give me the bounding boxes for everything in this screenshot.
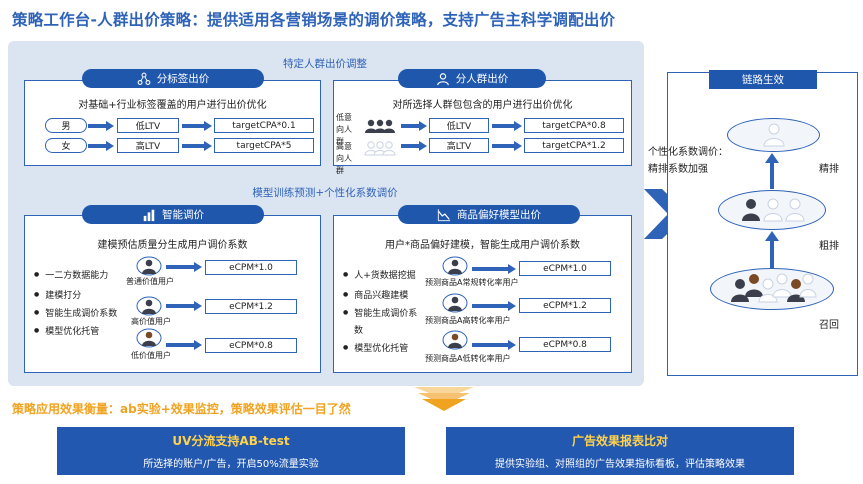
bullet-item: 一二方数据能力 [34,268,108,281]
arrow-icon [492,141,522,151]
stage-ellipse-middle [718,190,826,230]
ltv-high-intent: 高LTV [429,138,489,153]
arrow-icon [472,264,516,274]
crowd-bid-subtitle: 对所选择人群包包含的用户进行出价优化 [392,100,573,111]
ltv-low: 低LTV [117,118,179,133]
bid-male: targetCPA*0.1 [214,118,314,133]
crowd-bid-pill-label: 分人群出价 [455,73,509,85]
bullet-item: 模型优化托管 [343,341,408,354]
segment-female: 女 [45,138,87,153]
segment-male: 男 [45,118,87,133]
arrow-icon [166,262,202,272]
bid-product-low: eCPM*0.8 [519,337,611,352]
user-icon [136,296,162,316]
user-icon [763,123,785,147]
section-title-model: 模型训练预测+个性化系数调价 [252,187,398,199]
smart-bid-pill-label: 智能调价 [162,209,204,221]
user-icon [136,256,162,276]
user-icon [436,72,449,85]
arrow-icon [166,301,202,311]
crowd-bid-pill: 分人群出价 [398,69,546,88]
user-product-low: 预测商品A低转化率用户 [425,354,511,363]
bullet-continuation: 数 [354,326,364,336]
product-pref-pill: 商品偏好模型出价 [398,205,580,224]
measurement-title: 策略应用效果衡量：ab实验+效果监控，策略效果评估一目了然 [12,402,351,416]
page-title: 策略工作台-人群出价策略：提供适用各营销场景的调价策略，支持广告主科学调配出价 [12,11,616,29]
product-pref-subtitle: 用户*商品偏好建模，智能生成用户调价系数 [385,240,580,251]
bid-high-intent: targetCPA*1.2 [524,138,624,153]
user-low: 低价值用户 [131,351,171,360]
bar-chart-icon [143,209,155,221]
ab-test-sub: 所选择的账户/广告，开启50%流量实验 [143,459,319,470]
ltv-high: 高LTV [117,138,179,153]
bullet-item: 建模打分 [34,288,81,301]
crowd-icon [364,141,396,156]
bid-high: eCPM*1.2 [205,299,297,314]
crowd-icon [731,273,817,303]
report-heading: 广告效果报表比对 [571,434,668,448]
stage-ellipse-bottom [710,268,834,310]
ab-test-box: UV分流支持AB-test 所选择的账户/广告，开启50%流量实验 [57,427,405,475]
arrow-up-icon [765,153,779,189]
arrow-icon [472,340,516,350]
arrow-icon [182,121,212,131]
share-icon [137,72,151,85]
product-pref-pill-label: 商品偏好模型出价 [457,209,541,221]
tag-bid-subtitle: 对基础+行业标签覆盖的用户进行出价优化 [78,100,267,111]
smart-bid-pill: 智能调价 [82,205,264,224]
user-icon [136,328,162,348]
trend-chart-icon [437,208,451,221]
bid-normal: eCPM*1.0 [205,260,297,275]
bullet-item: 模型优化托管 [34,324,99,337]
chevron-down-icon [414,387,474,411]
note-line2: 精排系数加强 [648,164,708,175]
bid-product-high: eCPM*1.2 [519,298,611,313]
stage-recall: 召回 [819,320,839,331]
ab-test-heading: UV分流支持AB-test [172,434,290,448]
bullet-item: 智能生成调价系数 [34,306,117,319]
user-icon [442,330,468,350]
arrow-icon [166,340,202,350]
bid-low: eCPM*0.8 [205,338,297,353]
user-product-high: 预测商品A高转化率用户 [425,316,511,325]
bid-product-normal: eCPM*1.0 [519,261,611,276]
report-box: 广告效果报表比对 提供实验组、对照组的广告效果指标看板，评估策略效果 [446,427,794,475]
stage-coarse-rank: 粗排 [819,241,839,252]
arrow-up-icon [765,231,779,271]
section-title-specific: 特定人群出价调整 [283,58,367,70]
bullet-item: 商品兴趣建模 [343,288,408,301]
tag-bid-pill-label: 分标签出价 [156,73,210,85]
link-header: 链路生效 [709,70,817,89]
segment-low-intent: 低意向人群 [336,113,352,146]
user-normal: 普通价值用户 [126,277,174,286]
bullet-item: 人+货数据挖掘 [343,268,416,281]
arrow-icon [472,301,516,311]
tag-bid-pill: 分标签出价 [82,69,264,88]
arrow-icon [492,121,522,131]
arrow-icon [401,121,427,131]
user-product-normal: 预测商品A常规转化率用户 [425,278,519,287]
ltv-low-intent: 低LTV [429,118,489,133]
bullet-item: 智能生成调价系 [343,306,417,319]
crowd-icon [742,198,805,222]
arrow-icon [401,141,427,151]
report-sub: 提供实验组、对照组的广告效果指标看板，评估策略效果 [495,459,745,470]
arrow-icon [88,141,114,151]
segment-high-intent: 高意向人群 [336,142,352,175]
arrow-icon [182,141,212,151]
arrow-icon [88,121,114,131]
bid-low-intent: targetCPA*0.8 [524,118,624,133]
crowd-icon [365,119,395,133]
user-icon [442,293,468,313]
stage-fine-rank: 精排 [819,164,839,175]
user-high: 高价值用户 [131,317,171,326]
smart-bid-subtitle: 建模预估质量分生成用户调价系数 [97,240,248,251]
user-icon [442,256,468,276]
bid-female: targetCPA*5 [214,138,314,153]
note-line1: 个性化系数调价： [648,147,728,158]
